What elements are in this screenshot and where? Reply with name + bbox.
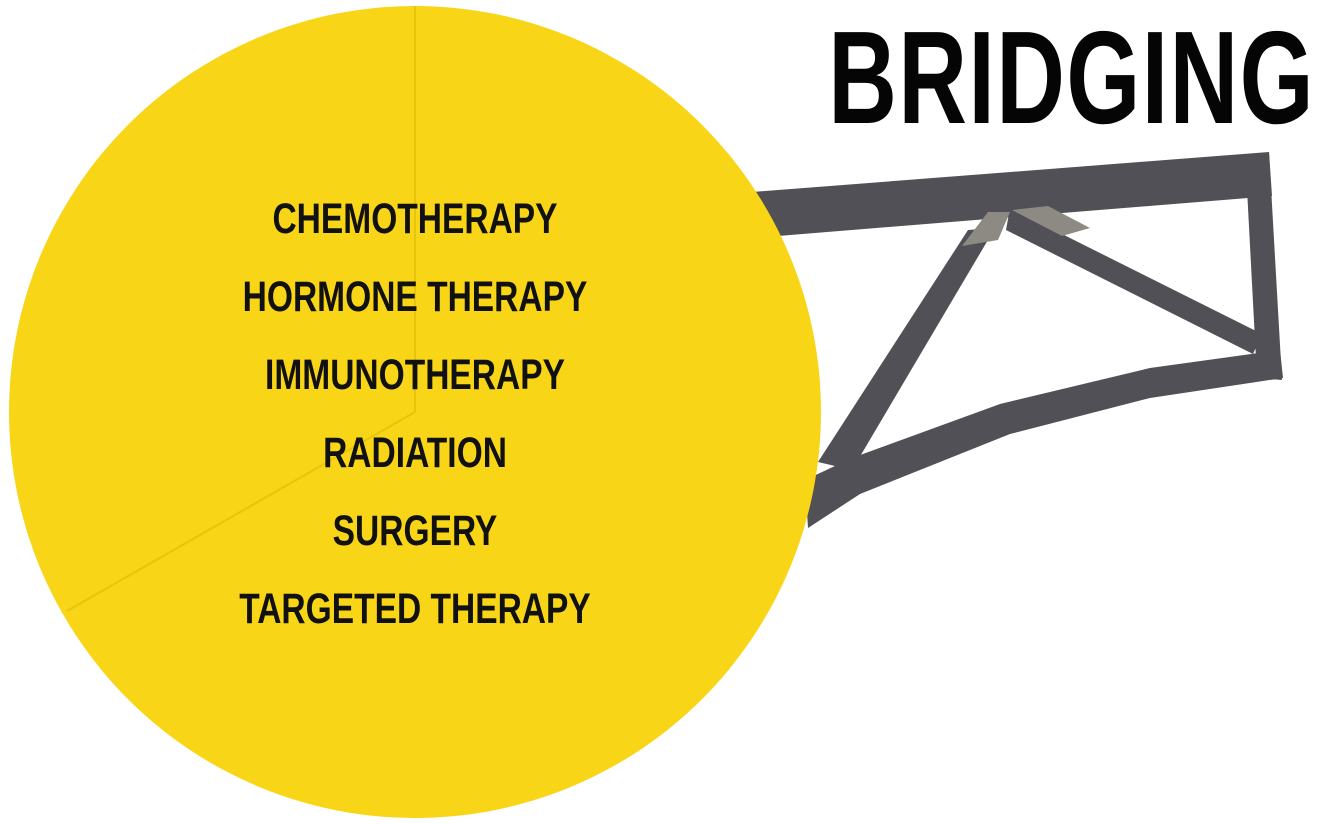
bridge-right-post <box>1246 152 1282 380</box>
bridge-right-diagonal <box>1006 208 1262 354</box>
treatment-hormone-therapy: HORMONE THERAPY <box>242 273 588 321</box>
treatment-chemotherapy: CHEMOTHERAPY <box>272 195 558 243</box>
treatment-circle <box>9 6 821 818</box>
bridge-apex-right <box>1012 206 1090 236</box>
circle-divider-left <box>66 411 416 612</box>
bridge-upper-beam <box>752 152 1272 236</box>
treatment-immunotherapy: IMMUNOTHERAPY <box>264 351 565 399</box>
bridge-left-diagonal <box>818 228 995 470</box>
treatment-radiation: RADIATION <box>323 429 507 477</box>
title-bridging: BRIDGING <box>828 4 1315 151</box>
bridge-lower-beam <box>805 350 1283 528</box>
treatment-list: CHEMOTHERAPY HORMONE THERAPY IMMUNOTHERA… <box>150 188 680 648</box>
bridge-apex-left <box>962 212 1010 246</box>
treatment-surgery: SURGERY <box>332 507 498 555</box>
treatment-targeted-therapy: TARGETED THERAPY <box>239 585 591 633</box>
bridge-arm-graphic <box>752 152 1283 528</box>
